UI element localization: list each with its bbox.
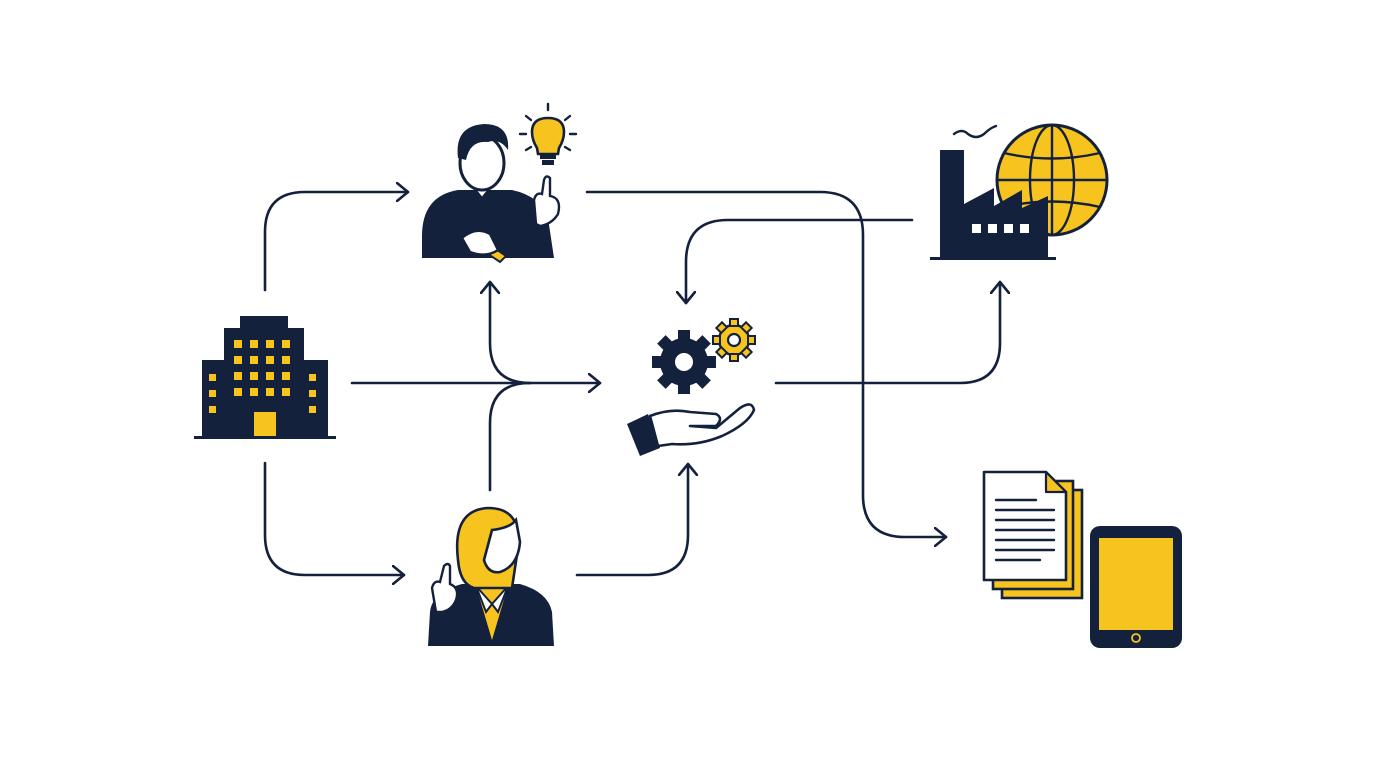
connectors xyxy=(263,190,1000,577)
arrow-industry-to-service xyxy=(686,218,914,305)
arrow-innovator-branch xyxy=(490,280,532,385)
office-building-icon xyxy=(194,316,336,439)
lightbulb-icon xyxy=(518,102,578,165)
arrow-company-to-innovator xyxy=(263,192,410,292)
arrow-advisor-to-innovator xyxy=(488,381,532,492)
arrow-service-to-industry xyxy=(774,280,1000,385)
arrow-company-to-advisor xyxy=(263,461,406,575)
documents-tablet-icon xyxy=(982,470,1182,648)
factory-icon xyxy=(930,124,1056,260)
arrow-advisor-to-service xyxy=(575,462,688,577)
arrow-innovator-to-deliverables xyxy=(585,190,948,537)
man-with-idea-icon xyxy=(422,102,578,264)
large-gear-icon xyxy=(652,330,716,394)
woman-advisor-icon xyxy=(428,506,554,646)
factory-globe-icon xyxy=(930,123,1109,260)
open-hand-icon xyxy=(627,403,756,456)
gears-in-hand-icon xyxy=(627,318,756,456)
documents-icon xyxy=(982,470,1084,600)
tablet-icon xyxy=(1090,526,1182,648)
small-gear-icon xyxy=(712,318,756,362)
